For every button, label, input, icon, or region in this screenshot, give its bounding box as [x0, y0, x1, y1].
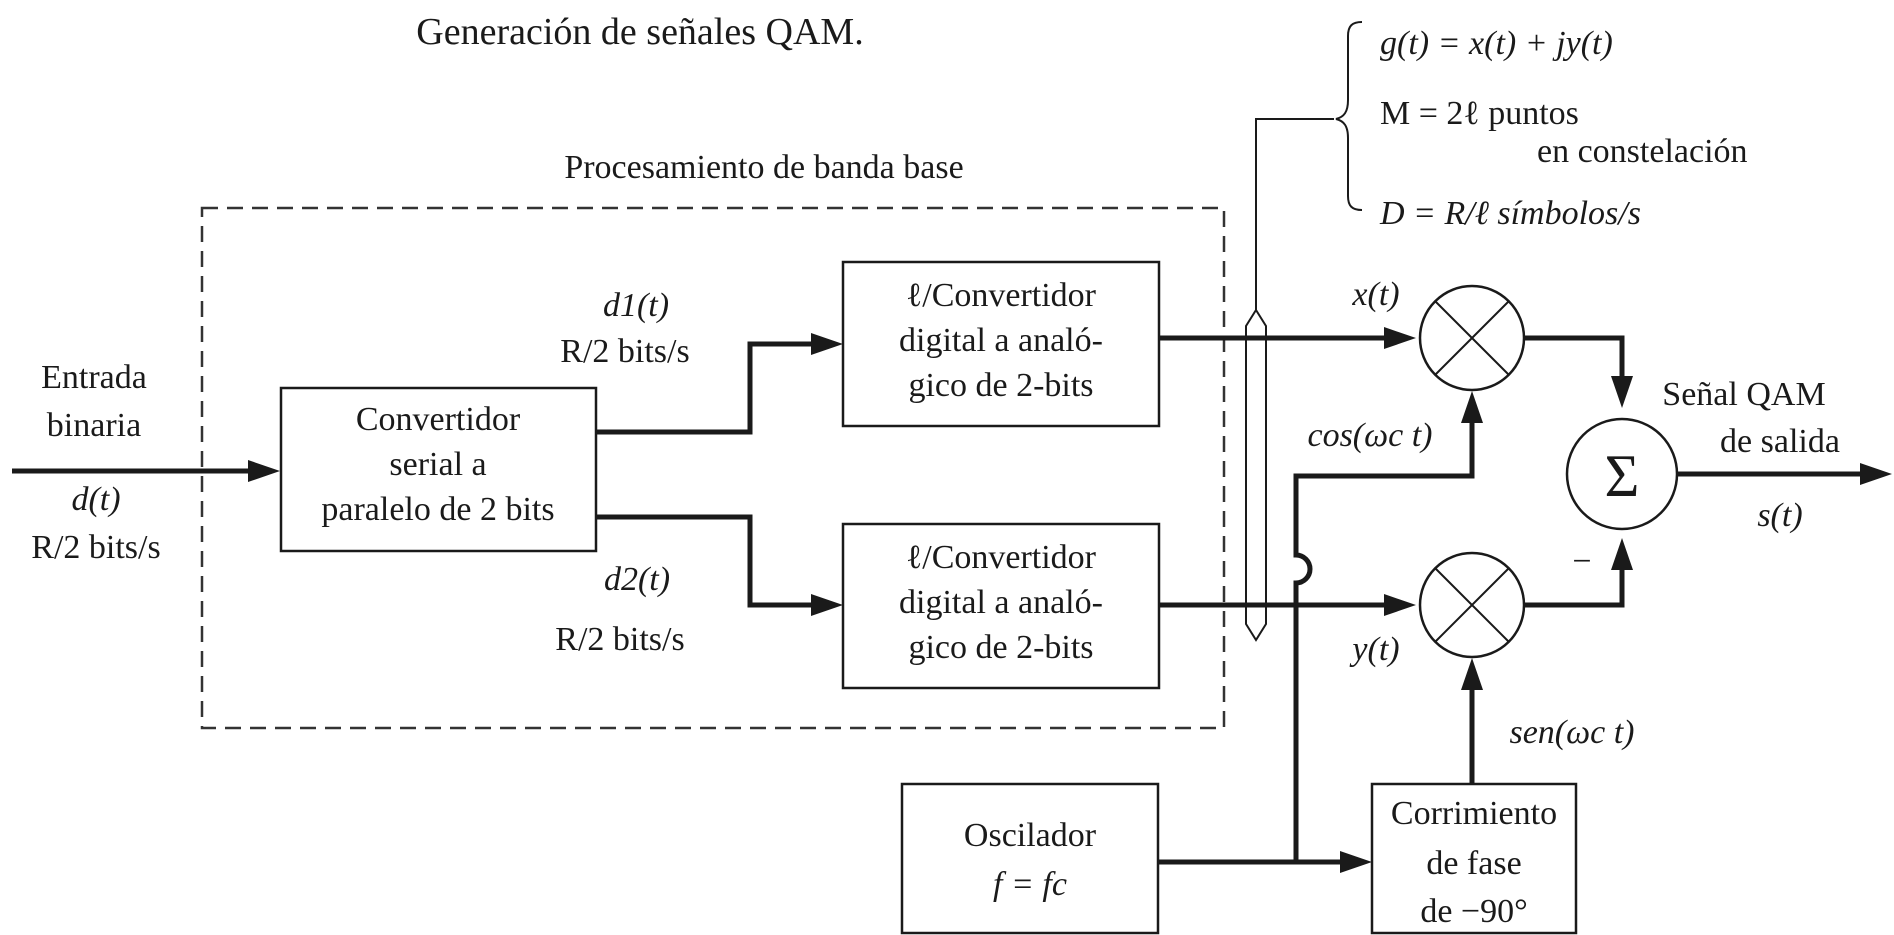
d2-arrowhead	[811, 594, 843, 616]
dac-bottom-line3: gico de 2-bits	[908, 629, 1093, 666]
sine-label: sen(ωc t)	[1509, 714, 1634, 751]
cosine-carrier-line	[1293, 418, 1475, 862]
dac-top-line3: gico de 2-bits	[908, 367, 1093, 404]
baseband-processing-label: Procesamiento de banda base	[564, 149, 963, 186]
diagram-title: Generación de señales QAM.	[416, 11, 863, 53]
output-signal-label: s(t)	[1757, 497, 1802, 534]
equation-g: g(t) = x(t) + jy(t)	[1380, 25, 1613, 62]
x-signal-label: x(t)	[1351, 276, 1399, 313]
equation-m-continued: en constelación	[1537, 133, 1748, 170]
d2-line	[597, 514, 818, 608]
dac-bottom-box	[841, 522, 1161, 690]
d1-rate-label: R/2 bits/s	[560, 333, 689, 370]
y-signal-arrowhead	[1384, 594, 1416, 616]
minus-sign: −	[1572, 543, 1591, 580]
d1-arrowhead	[811, 333, 843, 355]
sine-arrowhead	[1461, 658, 1483, 690]
dac-top-box	[841, 260, 1161, 428]
d2-rate-label: R/2 bits/s	[555, 621, 684, 658]
phase-shifter-box	[1370, 782, 1578, 935]
serial-converter-line1: Convertidor	[356, 401, 521, 438]
input-label-line2: binaria	[47, 407, 141, 444]
multiplier-top-cross	[1434, 300, 1510, 376]
multiplier-bottom-cross	[1434, 567, 1510, 643]
input-rate-label: R/2 bits/s	[31, 529, 160, 566]
dac-bottom-line1: ℓ/Convertidor	[906, 539, 1097, 576]
dac-top-line2: digital a analó-	[899, 322, 1103, 359]
output-label-line1: Señal QAM	[1662, 376, 1825, 413]
brace-leader-line	[1255, 118, 1334, 310]
phase-shifter-line3: de −90°	[1420, 893, 1527, 930]
phase-shifter-line2: de fase	[1426, 845, 1521, 882]
dac-top-line1: ℓ/Convertidor	[906, 277, 1097, 314]
input-arrowhead	[248, 460, 280, 482]
dac-bottom-line2: digital a analó-	[899, 584, 1103, 621]
input-signal-label: d(t)	[71, 481, 120, 518]
output-label-line2: de salida	[1720, 423, 1840, 460]
cosine-arrowhead	[1461, 391, 1483, 423]
d1-line	[597, 341, 818, 435]
oscillator-line2: f = fc	[993, 866, 1067, 903]
oscillator-line1: Oscilador	[964, 817, 1097, 854]
serial-to-parallel-converter	[279, 386, 598, 553]
serial-converter-line3: paralelo de 2 bits	[321, 491, 554, 528]
oscillator-box	[900, 782, 1160, 935]
d1-signal-label: d1(t)	[603, 287, 669, 324]
top-product-line	[1524, 335, 1625, 380]
signal-bus-line	[1245, 308, 1267, 642]
output-arrowhead	[1860, 463, 1892, 485]
d2-signal-label: d2(t)	[604, 561, 670, 598]
cosine-label: cos(ωc t)	[1307, 417, 1432, 454]
phase-shifter-line1: Corrimiento	[1391, 795, 1557, 832]
equation-brace	[1335, 21, 1363, 211]
equation-d: D = R/ℓ símbolos/s	[1379, 195, 1641, 232]
bottom-product-arrowhead	[1611, 538, 1633, 570]
serial-converter-line2: serial a	[389, 446, 486, 483]
input-label-line1: Entrada	[41, 359, 147, 396]
equation-m: M = 2ℓ puntos	[1380, 95, 1579, 132]
top-product-arrowhead	[1611, 376, 1633, 408]
sigma-symbol: Σ	[1605, 443, 1640, 509]
y-signal-label: y(t)	[1349, 631, 1399, 668]
phase-shifter-input-arrowhead	[1340, 851, 1372, 873]
baseband-processing-region	[200, 206, 1226, 730]
bottom-product-line	[1524, 566, 1625, 608]
x-signal-arrowhead	[1384, 327, 1416, 349]
